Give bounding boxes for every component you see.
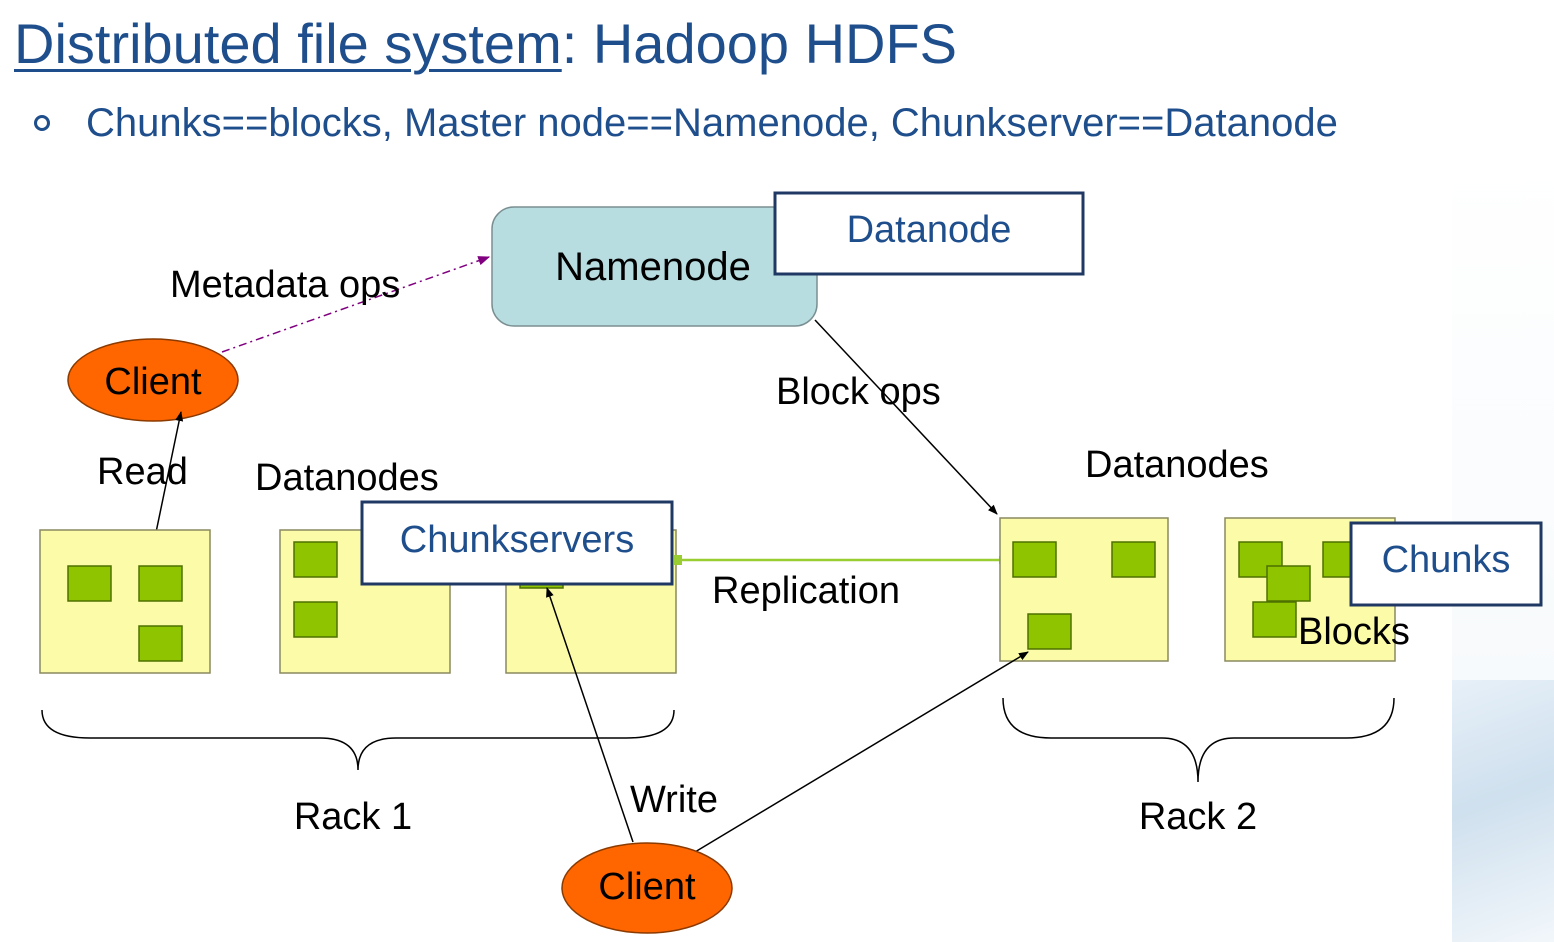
background-decoration-cloud [1452, 680, 1554, 942]
block [1266, 565, 1311, 602]
datanodes-left-label: Datanodes [255, 457, 439, 499]
block [1111, 541, 1156, 578]
rack2-brace [1002, 697, 1395, 783]
write-arrow-rack1 [546, 587, 634, 843]
block [138, 625, 183, 662]
callout-datanode-label: Datanode [847, 209, 1012, 251]
title-rest: : Hadoop HDFS [561, 12, 958, 75]
rack2-datanode-1 [999, 517, 1169, 662]
block [293, 601, 338, 638]
client-bottom-label: Client [598, 866, 696, 908]
block-ops-label: Block ops [776, 371, 941, 413]
client-top-ellipse [67, 338, 239, 422]
replication-line-start [674, 555, 682, 565]
metadata-ops-label: Metadata ops [170, 264, 400, 306]
blocks-label: Blocks [1298, 611, 1410, 653]
client-bottom-ellipse [561, 842, 733, 934]
callout-datanode-box [773, 191, 1085, 276]
datanodes-right-label: Datanodes [1085, 444, 1269, 486]
write-label: Write [630, 779, 718, 821]
block [1027, 613, 1072, 650]
slide-title: Distributed file system: Hadoop HDFS [14, 8, 957, 80]
rack2-label: Rack 2 [1139, 796, 1257, 838]
callout-chunkservers-label: Chunkservers [400, 519, 634, 561]
block [67, 565, 112, 602]
rack1-label: Rack 1 [294, 796, 412, 838]
block [293, 541, 338, 578]
client-top-label: Client [104, 361, 202, 403]
metadata-ops-arrow [221, 256, 491, 353]
rack1-brace [41, 709, 675, 771]
title-underlined: Distributed file system [14, 12, 562, 75]
bullet-item: Chunks==blocks, Master node==Namenode, C… [34, 98, 1338, 148]
rack1-datanode-1 [39, 529, 211, 674]
callout-chunkservers-box [360, 500, 674, 586]
block [1252, 601, 1297, 638]
callout-chunks-box [1349, 521, 1543, 607]
read-arrow [153, 411, 184, 543]
block [138, 565, 183, 602]
bullet-marker [34, 115, 50, 131]
bullet-text: Chunks==blocks, Master node==Namenode, C… [86, 100, 1338, 145]
block [1012, 541, 1057, 578]
replication-label: Replication [712, 570, 900, 612]
read-label: Read [97, 451, 188, 493]
block-ops-arrow [814, 319, 998, 515]
write-arrow-rack2 [694, 651, 1029, 853]
callout-chunks-label: Chunks [1382, 539, 1511, 581]
namenode-label: Namenode [555, 245, 751, 289]
